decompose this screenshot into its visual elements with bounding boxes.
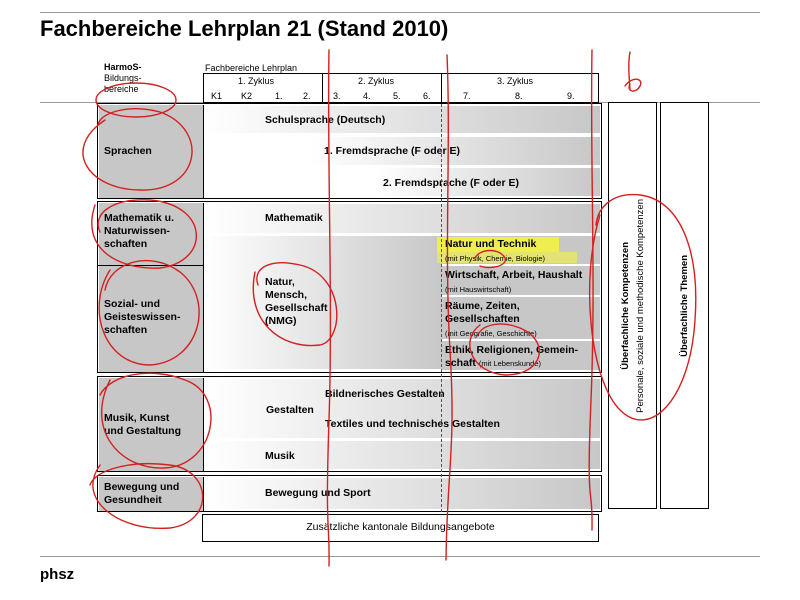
bar-musik (204, 441, 600, 469)
area-divider (203, 476, 204, 511)
label-natur-technik-sub: (mit Physik, Chemie, Biologie) (445, 254, 546, 263)
area-label-sprachen: Sprachen (104, 145, 152, 157)
top-rule (40, 12, 760, 13)
cycle-divider-line (441, 104, 443, 512)
label-fremdsprache-1: 1. Fremdsprache (F oder E) (324, 145, 460, 157)
bar-fremdsprache-2 (376, 168, 600, 196)
label-natur-technik: Natur und Technik (445, 238, 537, 250)
label-textiles: Textiles und technisches Gestalten (325, 418, 500, 430)
label-mathematik: Mathematik (265, 212, 323, 224)
cycle-2-label: 2. Zyklus (358, 76, 395, 86)
label-bildnerisches: Bildnerisches Gestalten (325, 388, 445, 400)
bar-fremdsprache-1 (310, 137, 600, 165)
kompetenzen-text-wrap: Überfachliche Kompetenzen Personale, soz… (608, 102, 657, 509)
label-raeume-sub: (mit Geografie, Geschichte) (445, 329, 537, 338)
grade-label: 8. (515, 91, 523, 101)
label-kompetenzen-sub: Personale, soziale und methodische Kompe… (634, 198, 646, 413)
label-gestalten: Gestalten (266, 404, 314, 416)
label-raeume: Räume, Zeiten,Gesellschaften (445, 300, 520, 325)
bar-mathematik (204, 204, 600, 233)
label-themen: Überfachliche Themen (679, 254, 690, 357)
grade-label: 6. (423, 91, 431, 101)
label-musik: Musik (265, 450, 295, 462)
label-zusaetzlich: Zusätzliche kantonale Bildungsangebote (306, 521, 495, 533)
cycle-divider-2 (441, 73, 442, 103)
header-bildungs: Bildungs- (104, 73, 142, 83)
cycle-3-label: 3. Zyklus (497, 76, 534, 86)
grade-label: 9. (567, 91, 575, 101)
grade-label: 2. (303, 91, 311, 101)
bar-gestalten (204, 379, 600, 438)
cell-wirtschaft (442, 266, 600, 295)
header-bereiche: bereiche (104, 84, 139, 94)
bar-schulsprache (204, 106, 600, 133)
area-divider (203, 202, 204, 372)
highlight-natur-technik-sub (437, 252, 577, 263)
themen-text-wrap: Überfachliche Themen (660, 102, 709, 509)
cycle-1-label: 1. Zyklus (238, 76, 275, 86)
grade-label: 7. (463, 91, 471, 101)
grade-label: 5. (393, 91, 401, 101)
grade-label: 1. (275, 91, 283, 101)
ink-scribble (624, 51, 642, 92)
area-divider (203, 104, 204, 198)
footer-logo-text: phsz (40, 566, 75, 583)
area-label-mathematik: Mathematik u.Naturwissen-schaften (104, 212, 175, 250)
footer-rule (40, 556, 760, 557)
label-wirtschaft-sub: (mit Hauswirtschaft) (445, 285, 512, 294)
highlight-natur-technik (437, 237, 559, 252)
header-harmos: HarmoS- (104, 62, 142, 72)
label-schulsprache: Schulsprache (Deutsch) (265, 114, 386, 126)
label-nmg: Natur,Mensch,Gesellschaft(NMG) (265, 276, 328, 327)
header-fachbereiche: Fachbereiche Lehrplan (205, 63, 298, 73)
slide-title: Fachbereiche Lehrplan 21 (Stand 2010) (40, 16, 449, 41)
label-ethik: Ethik, Religionen, Gemein- schaft (mit L… (445, 344, 579, 369)
area-separator (98, 265, 203, 266)
label-kompetenzen: Überfachliche Kompetenzen (619, 241, 631, 370)
cycle-divider-1 (322, 73, 323, 103)
grade-label: 4. (363, 91, 371, 101)
grade-label: K2 (241, 91, 253, 101)
grade-label: K1 (211, 91, 223, 101)
grade-label: 3. (333, 91, 341, 101)
label-wirtschaft: Wirtschaft, Arbeit, Haushalt (445, 269, 583, 281)
bar-bewegung-sport (204, 478, 600, 509)
label-bewegung-sport: Bewegung und Sport (265, 487, 371, 499)
label-fremdsprache-2: 2. Fremdsprache (F oder E) (383, 177, 519, 189)
block-gestaltung (97, 376, 602, 472)
cycle-header (203, 73, 599, 103)
